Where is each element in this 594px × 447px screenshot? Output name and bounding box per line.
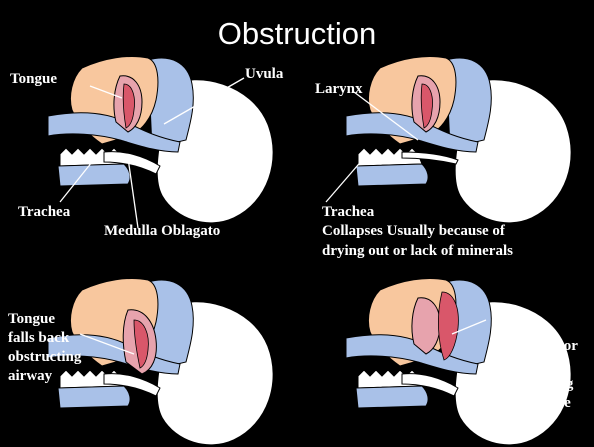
- label-swollen-4: airwave: [520, 394, 571, 413]
- lower-jaw: [356, 386, 428, 408]
- label-tongue-falls-2: falls back: [8, 329, 69, 348]
- label-collapse-note-1: Collapses Usually because of: [322, 222, 505, 241]
- label-medulla: Medulla Oblagato: [104, 222, 220, 241]
- label-tongue-falls-1: Tongue: [8, 310, 55, 329]
- label-tongue-falls-4: airway: [8, 367, 52, 386]
- label-tongue: Tongue: [10, 70, 57, 89]
- label-uvula-2: Uvula: [494, 312, 532, 331]
- label-collapse-note-2: drying out or lack of minerals: [322, 242, 513, 261]
- head-diagram-trachea-collapse: [318, 40, 580, 220]
- lower-jaw: [58, 164, 130, 186]
- label-trachea-2: Trachea: [322, 203, 374, 222]
- head-diagram-normal: [20, 40, 282, 220]
- label-larynx: Larynx: [315, 80, 363, 99]
- label-swollen-3: obstructing: [500, 375, 573, 394]
- label-tongue-falls-3: obstructing: [8, 348, 81, 367]
- label-uvula: Uvula: [245, 65, 283, 84]
- lower-jaw: [58, 386, 130, 408]
- label-swollen-1: Swollen or: [510, 337, 578, 356]
- label-swollen-2: Laxed: [528, 356, 568, 375]
- lower-jaw: [356, 164, 428, 186]
- label-trachea: Trachea: [18, 203, 70, 222]
